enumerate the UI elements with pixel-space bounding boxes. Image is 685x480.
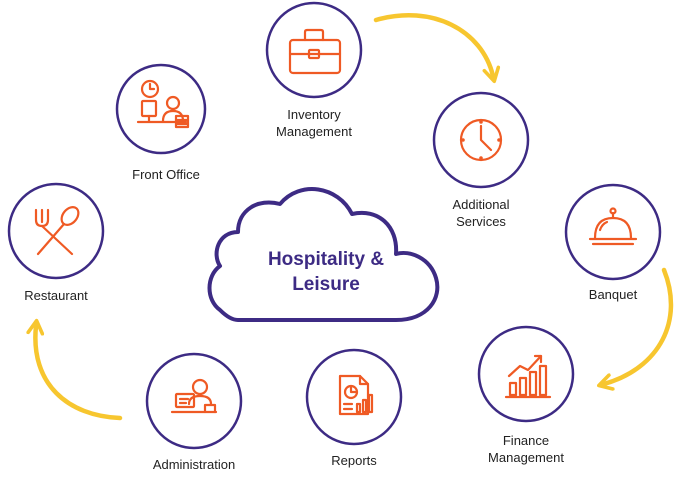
node-banquet [564,183,662,281]
label-reports: Reports [331,452,377,469]
label-additional-services: Additional Services [452,196,509,230]
label-inventory-management: Inventory Management [276,106,352,140]
label-restaurant: Restaurant [24,287,88,304]
clock-icon [459,118,503,162]
receptionist-icon [136,79,190,129]
label-line: Management [488,450,564,465]
center-title: Hospitality & Leisure [268,247,384,297]
label-line: Services [456,214,506,229]
label-line: Reports [331,453,377,468]
node-administration [145,352,243,450]
growth-chart-icon [504,354,552,399]
label-line: Inventory [287,107,341,122]
label-line: Front Office [132,167,200,182]
node-inventory-management [265,1,363,99]
label-line: Additional [452,197,510,212]
label-line: Administration [152,457,236,472]
label-line: Management [276,124,352,139]
node-restaurant [7,182,105,280]
center-title-line2: Leisure [292,274,360,295]
briefcase-icon [288,28,342,75]
cycle-arrow-right [597,267,674,391]
center-cloud [207,187,440,322]
node-reports [305,348,403,446]
label-line: Restaurant [24,288,88,303]
label-line: Finance [502,433,550,448]
label-banquet: Banquet [589,286,637,303]
administrator-desk-icon [170,378,218,414]
label-administration: Administration [153,456,235,473]
cycle-arrow-left [26,318,123,421]
fork-spoon-icon [34,206,80,256]
node-additional-services [432,91,530,189]
report-document-icon [338,374,374,416]
center-title-line1: Hospitality & [267,249,385,270]
label-line: Banquet [588,287,638,302]
cloche-icon [588,207,638,246]
cycle-arrow-top-right [373,13,501,84]
node-finance-management [477,325,575,423]
label-front-office: Front Office [132,166,200,183]
label-finance-management: Finance Management [488,432,564,466]
node-front-office [115,63,207,155]
